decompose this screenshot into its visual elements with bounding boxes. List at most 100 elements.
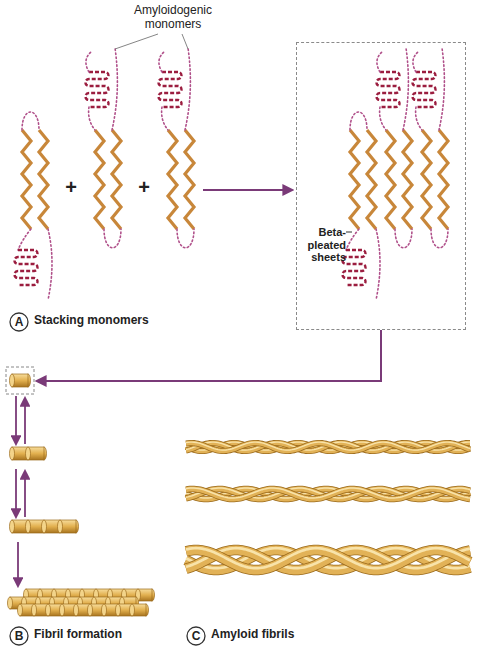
leader-line [346, 232, 352, 233]
plus-sign: + [61, 176, 81, 199]
helix-coil [377, 72, 400, 107]
fibril-sheen [186, 442, 470, 450]
leader-line [182, 34, 188, 49]
dotted-loop [112, 48, 117, 130]
beta-strand [439, 130, 448, 229]
amyloid-fibril [186, 442, 470, 451]
fibril-strand-outline [186, 489, 470, 499]
dotted-loop [376, 229, 380, 300]
fibril-cylinder [10, 447, 47, 460]
cylinder-face [32, 604, 37, 616]
beta-strand [22, 130, 31, 229]
dotted-loop [18, 229, 31, 250]
dotted-loop [86, 52, 91, 72]
cylinder-face [18, 604, 23, 616]
panel-letter-circle: C [186, 626, 206, 646]
process-arrow [37, 330, 381, 381]
circle-shape [187, 627, 205, 645]
fibril-strand [186, 443, 470, 451]
cylinder-face [46, 604, 51, 616]
dotted-loop [350, 112, 367, 130]
plus-sign: + [134, 176, 154, 199]
dotted-loop [380, 107, 386, 130]
cylinder-face [26, 520, 31, 533]
panel-letter-circle: B [9, 626, 29, 646]
equilibrium-arrow [15, 396, 17, 444]
dotted-loop [439, 48, 444, 130]
beta-strand [422, 130, 431, 229]
dotted-loop [346, 229, 359, 250]
cylinder-face [8, 597, 13, 609]
helix-coil [413, 72, 436, 107]
amyloid-monomer [159, 48, 194, 248]
helix-coil [15, 250, 38, 285]
cylinder-face [26, 447, 31, 460]
amyloid-monomer [377, 48, 412, 248]
dashed-box: Beta-pleated sheets [296, 42, 466, 330]
amyloid-fibril [186, 488, 470, 499]
dotted-loop [377, 52, 382, 72]
highlight-box [6, 367, 34, 394]
cylinder-face [88, 604, 93, 616]
cylinder-body [12, 520, 76, 533]
beta-strand [185, 130, 194, 229]
dotted-loop [185, 48, 190, 130]
cylinder-face [130, 604, 135, 616]
beta-strand [367, 130, 376, 229]
fibril-strand-outline [186, 489, 470, 499]
panel-letter: B [9, 626, 29, 646]
circle-shape [10, 313, 28, 331]
beta-strand [39, 130, 48, 229]
fibril-cylinder [18, 604, 149, 616]
helix-coil [159, 72, 182, 107]
fibril-strand [186, 489, 470, 499]
fibril-sheen [186, 442, 470, 450]
cylinder-face [42, 520, 47, 533]
cylinder-face [60, 604, 65, 616]
fibril-strand [186, 489, 470, 499]
fibril-sheen [186, 442, 470, 450]
dotted-loop [48, 229, 52, 300]
cylinder-face [10, 520, 15, 533]
fibril-strand [186, 443, 470, 451]
cylinder-face [102, 604, 107, 616]
dotted-loop [416, 107, 422, 130]
cylinder-face [10, 447, 15, 460]
amyloid-monomer [15, 112, 53, 300]
dotted-loop [403, 48, 408, 130]
dotted-loop [395, 229, 412, 248]
cylinder-face [74, 604, 79, 616]
cylinder-face [116, 604, 121, 616]
dotted-loop [177, 229, 194, 248]
beta-strand [403, 130, 412, 229]
beta-strand [95, 130, 104, 229]
beta-strand [386, 130, 395, 229]
dotted-loop [159, 52, 164, 72]
fibril-strand-outline [186, 443, 470, 451]
panel-title: Fibril formation [34, 628, 184, 642]
dotted-loop [104, 229, 121, 248]
panel-title: Amyloid fibrils [211, 628, 361, 642]
helix-coil [86, 72, 109, 107]
dotted-loop [431, 229, 448, 248]
equilibrium-arrow [24, 471, 26, 517]
dotted-loop [413, 52, 418, 72]
equilibrium-arrow [15, 469, 17, 517]
fibril-strand [186, 443, 470, 451]
amyloid-monomer [86, 48, 122, 248]
dotted-loop [89, 107, 95, 130]
fibril-strand-outline [186, 443, 470, 451]
fibril-sheen [186, 548, 470, 568]
cylinder-face [58, 520, 63, 533]
fibril-strand-outline [186, 489, 470, 499]
leader-line [115, 34, 158, 49]
fibril-sheen [186, 488, 470, 498]
callout-label: Amyloidogenic monomers [118, 4, 228, 32]
amyloid-monomer [413, 48, 449, 248]
beta-strand [168, 130, 177, 229]
dotted-loop [162, 107, 168, 130]
